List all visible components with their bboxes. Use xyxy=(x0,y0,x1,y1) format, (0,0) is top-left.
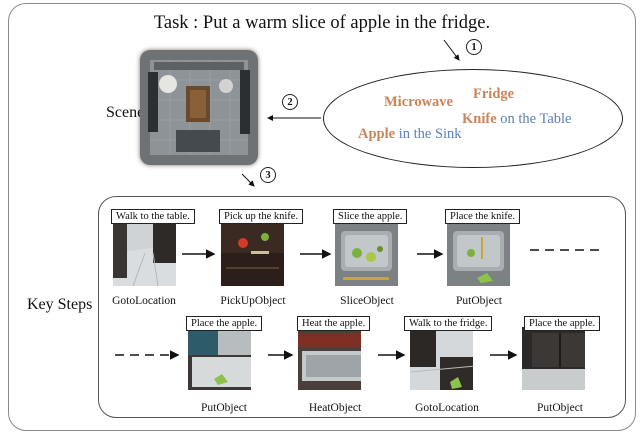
in-the-sink-label: in the Sink xyxy=(398,126,462,142)
step-image-3 xyxy=(335,223,398,286)
step-caption-4: Place the knife. xyxy=(445,209,521,224)
step-caption-2: Pick up the knife. xyxy=(219,209,304,224)
step-caption-7: Walk to the fridge. xyxy=(404,316,493,331)
step-caption-3: Slice the apple. xyxy=(333,209,408,224)
scene-image xyxy=(140,50,258,165)
step-action-3: SliceObject xyxy=(340,295,394,307)
step-action-7: GotoLocation xyxy=(415,402,479,414)
step-image-5 xyxy=(188,327,251,390)
step-action-5: PutObject xyxy=(201,402,247,414)
fridge-label: Fridge xyxy=(473,86,515,102)
arrow-3 xyxy=(241,173,255,187)
apple-location: Apple in the Sink xyxy=(358,126,462,143)
on-the-table-label: on the Table xyxy=(500,111,572,127)
key-steps-box xyxy=(98,196,626,418)
knife-location: Knife on the Table xyxy=(462,111,571,128)
step-circle-1: 1 xyxy=(466,39,482,55)
step-action-4: PutObject xyxy=(456,295,502,307)
step-image-4 xyxy=(447,223,510,286)
step-image-6 xyxy=(298,327,361,390)
step-action-1: GotoLocation xyxy=(112,295,176,307)
knife-label: Knife xyxy=(462,111,497,127)
step-action-6: HeatObject xyxy=(308,402,362,414)
step-caption-1: Walk to the table. xyxy=(111,209,195,224)
step-action-8: PutObject xyxy=(537,402,583,414)
apple-label: Apple xyxy=(358,126,396,142)
step-image-1 xyxy=(113,223,176,286)
step-circle-2: 2 xyxy=(282,94,298,110)
scene-label: Scene xyxy=(106,104,145,121)
step-image-8 xyxy=(522,327,585,390)
outer-frame xyxy=(8,3,636,431)
step-circle-3: 3 xyxy=(260,167,276,183)
key-steps-label: Key Steps xyxy=(27,296,93,313)
step-caption-8: Place the apple. xyxy=(524,316,601,331)
step-caption-6: Heat the apple. xyxy=(297,316,371,331)
task-title: Task : Put a warm slice of apple in the … xyxy=(153,13,491,33)
step-image-7 xyxy=(410,327,473,390)
step-caption-5: Place the apple. xyxy=(186,316,263,331)
step-image-2 xyxy=(221,223,284,286)
step-action-2: PickUpObject xyxy=(220,295,286,307)
microwave-label: Microwave xyxy=(384,94,453,110)
object-ellipse: Microwave Fridge Knife on the Table Appl… xyxy=(323,69,623,168)
arrow-1 xyxy=(443,39,460,61)
